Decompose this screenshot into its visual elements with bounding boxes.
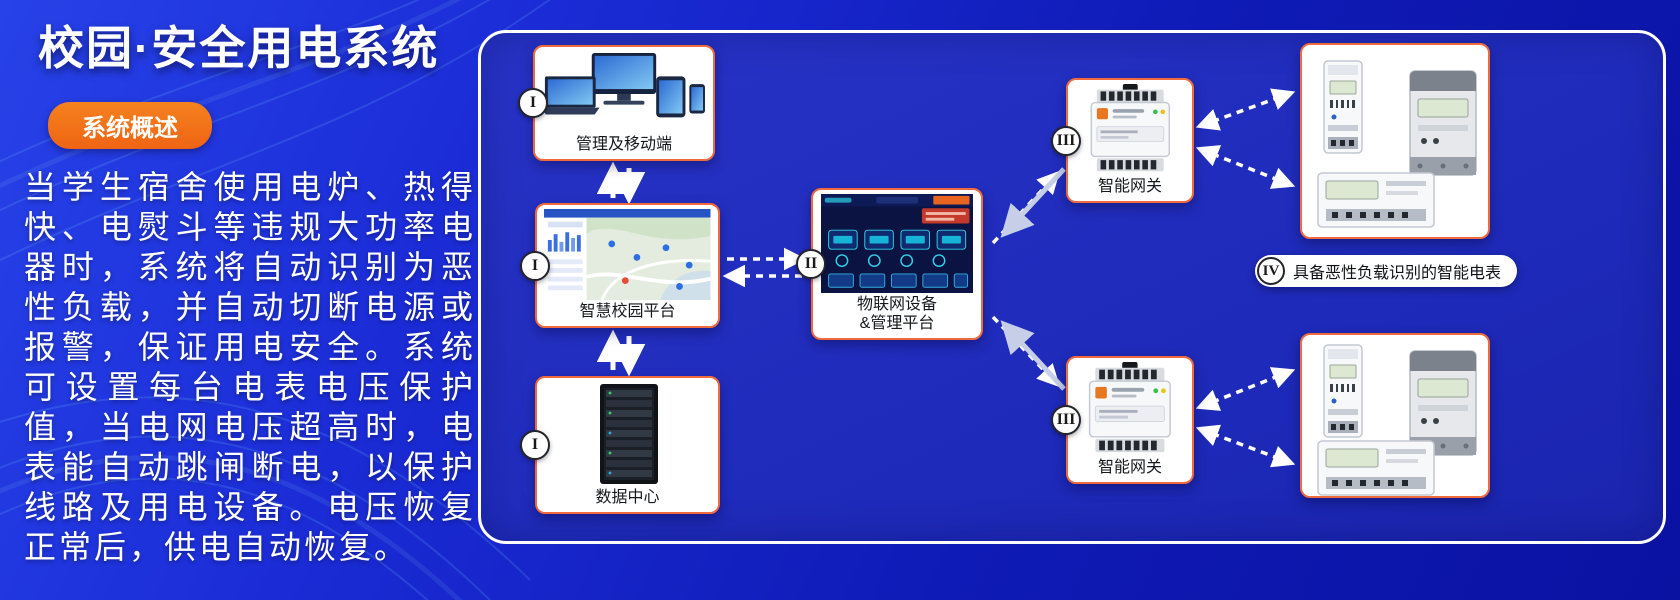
node-gateway-top: III (1051, 78, 1194, 203)
numeral-badge: I (518, 88, 548, 118)
diagram-panel: I 管理及移动端 I (478, 30, 1666, 544)
intro-panel: 校园·安全用电系统 系统概述 当学生宿舍使用电炉、热得快、电熨斗等违规大功率电器… (24, 12, 476, 567)
wide-meter-icon (1317, 172, 1435, 228)
smart-meter-label-pill: IV 具备恶性负载识别的智能电表 (1255, 255, 1518, 287)
node-smart-meters-bottom (1300, 333, 1490, 498)
node-label: 智能网关 (1097, 178, 1162, 195)
overview-badge: 系统概述 (48, 102, 212, 149)
numeral-badge: I (520, 430, 550, 460)
numeral-badge: II (796, 249, 826, 279)
box-meter-icon (1409, 350, 1477, 456)
system-description: 当学生宿舍使用电炉、热得快、电熨斗等违规大功率电器时，系统将自动识别为恶性负载，… (24, 169, 476, 565)
numeral-badge: III (1051, 405, 1081, 435)
node-label: 管理及移动端 (575, 136, 672, 153)
node-data-center: I 数据中心 (520, 376, 720, 514)
din-meter-icon (1323, 60, 1363, 154)
box-meter-icon (1409, 70, 1477, 176)
din-meter-icon (1323, 344, 1363, 438)
node-campus-platform: I (520, 203, 720, 328)
pill-label: 具备恶性负载识别的智能电表 (1293, 265, 1502, 282)
arrow-iot-gateway-top (991, 167, 1066, 245)
campus-dashboard-illustration (537, 205, 718, 300)
node-label: 数据中心 (595, 489, 660, 506)
node-label: 物联网设备&管理平台 (856, 296, 937, 332)
node-label: 智能网关 (1097, 459, 1162, 476)
arrow-mgmt-campus (596, 161, 646, 205)
node-gateway-bottom: III (1051, 356, 1194, 484)
node-smart-meters-top (1300, 43, 1490, 239)
arrow-gateway-bottom-meters (1195, 367, 1296, 468)
node-management-devices: I 管理及移动端 (518, 45, 715, 161)
numeral-badge: III (1051, 125, 1081, 156)
numeral-badge: IV (1257, 257, 1285, 285)
devices-illustration (535, 47, 713, 133)
gateway-illustration (1068, 80, 1192, 175)
server-rack-illustration (537, 378, 718, 486)
wide-meter-icon (1317, 440, 1435, 496)
arrow-gateway-top-meters (1195, 88, 1296, 189)
arrow-campus-datacenter (596, 329, 646, 377)
arrow-iot-gateway-bottom (991, 315, 1066, 391)
iot-dashboard-illustration (813, 190, 981, 293)
arrow-campus-iot (722, 247, 807, 288)
node-label: 智慧校园平台 (579, 303, 676, 320)
page-title: 校园·安全用电系统 (38, 22, 440, 74)
gateway-illustration (1068, 358, 1192, 456)
node-iot-platform: II (796, 188, 983, 340)
numeral-badge: I (520, 250, 550, 281)
